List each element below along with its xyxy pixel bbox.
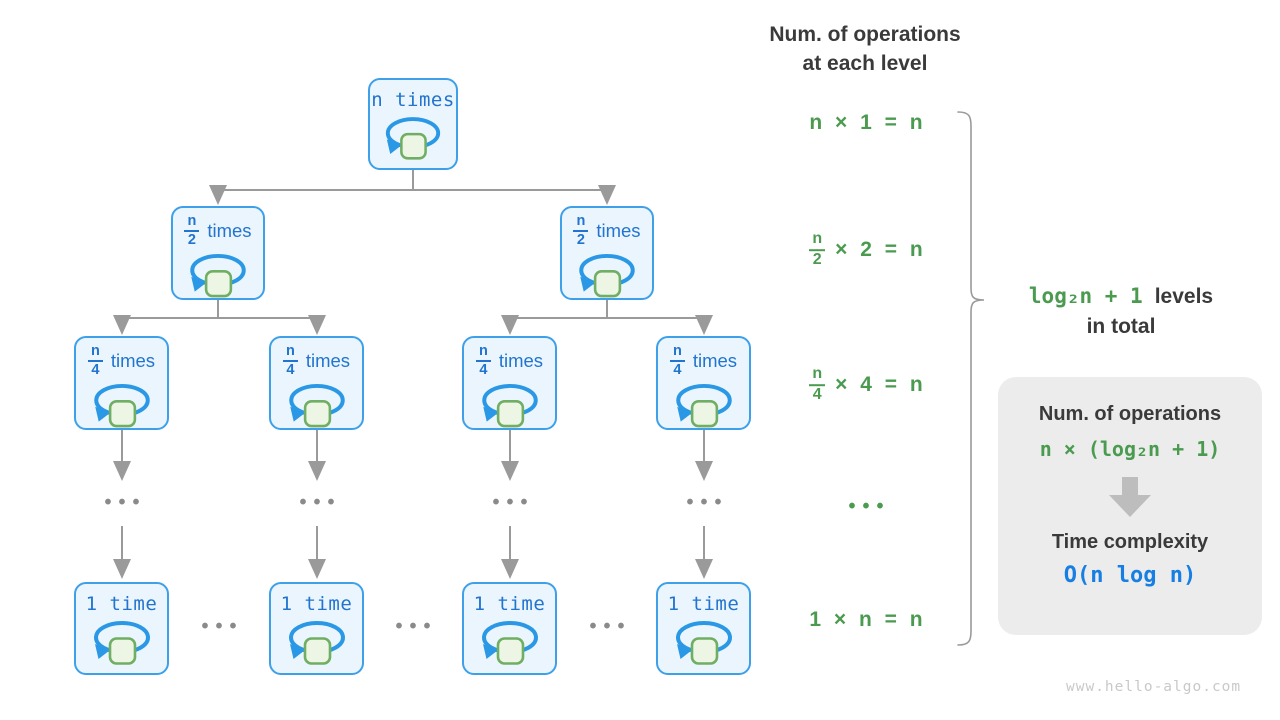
fraction-denominator: 4 bbox=[286, 362, 295, 379]
horizontal-ellipsis: ••• bbox=[395, 615, 438, 638]
node-label-suffix: times bbox=[207, 220, 252, 242]
fraction-numerator: n bbox=[282, 343, 298, 363]
self-loop-icon bbox=[478, 381, 542, 428]
node-label-suffix: times bbox=[110, 350, 156, 372]
levels-formula: log₂n + 1 bbox=[1028, 284, 1143, 308]
operations-column-title: Num. of operations at each level bbox=[757, 20, 973, 78]
levels-note-line-1: log₂n + 1 levels bbox=[1008, 281, 1234, 312]
summary-ops-formula: n × (log₂n + 1) bbox=[1039, 437, 1221, 461]
node-label: 1 time bbox=[280, 593, 353, 615]
node-label: 1 time bbox=[473, 593, 546, 615]
node-label: 1 time bbox=[85, 593, 158, 615]
vertical-ellipsis: ••• bbox=[299, 491, 342, 514]
self-loop-icon bbox=[285, 381, 349, 428]
fraction-numerator: n bbox=[573, 213, 589, 233]
horizontal-ellipsis: ••• bbox=[589, 615, 632, 638]
fraction-denominator: 2 bbox=[812, 251, 822, 268]
self-loop-icon bbox=[672, 618, 736, 665]
fraction-denominator: 4 bbox=[812, 386, 822, 403]
time-complexity-formula: O(n log n) bbox=[1063, 563, 1197, 588]
self-loop-icon bbox=[90, 381, 154, 428]
fraction-denominator: 4 bbox=[673, 362, 682, 379]
op-row-ellipsis: ••• bbox=[848, 495, 891, 518]
op-row-level-last: 1 × n = n bbox=[809, 608, 923, 631]
horizontal-ellipsis: ••• bbox=[201, 615, 244, 638]
self-loop-icon bbox=[478, 618, 542, 665]
watermark: www.hello-algo.com bbox=[1066, 679, 1242, 695]
summary-box: Num. of operations n × (log₂n + 1) Time … bbox=[998, 377, 1262, 635]
node-label: 1 time bbox=[667, 593, 740, 615]
self-loop-icon bbox=[285, 618, 349, 665]
self-loop-icon bbox=[186, 251, 250, 298]
levels-word: levels bbox=[1154, 285, 1214, 308]
title-line-2: at each level bbox=[802, 52, 928, 75]
fraction-numerator: n bbox=[184, 213, 200, 233]
node-label-suffix: times bbox=[596, 220, 641, 242]
vertical-ellipsis: ••• bbox=[686, 491, 729, 514]
node-label-suffix: times bbox=[305, 350, 351, 372]
tree-node-root: n times bbox=[368, 78, 458, 170]
tree-node-l4-2: 1 time bbox=[462, 582, 557, 675]
tree-node-l4-0: 1 time bbox=[74, 582, 169, 675]
levels-note-line-2: in total bbox=[1086, 315, 1156, 338]
title-line-1: Num. of operations bbox=[769, 23, 961, 46]
node-label-suffix: times bbox=[692, 350, 738, 372]
fraction-denominator: 4 bbox=[479, 362, 488, 379]
summary-time-title: Time complexity bbox=[1051, 531, 1209, 553]
fraction-denominator: 4 bbox=[91, 362, 100, 379]
tree-node-l4-3: 1 time bbox=[656, 582, 751, 675]
fraction-denominator: 2 bbox=[187, 232, 196, 249]
levels-brace bbox=[957, 111, 985, 646]
vertical-ellipsis: ••• bbox=[492, 491, 535, 514]
fraction-numerator: n bbox=[809, 365, 826, 386]
down-arrow-icon bbox=[1109, 477, 1151, 517]
op-row-level-1: n × 1 = n bbox=[809, 111, 923, 134]
tree-node-l4-1: 1 time bbox=[269, 582, 364, 675]
self-loop-icon bbox=[90, 618, 154, 665]
summary-ops-title: Num. of operations bbox=[1038, 403, 1222, 425]
fraction-numerator: n bbox=[475, 343, 491, 363]
fraction-numerator: n bbox=[87, 343, 103, 363]
node-label-suffix: times bbox=[498, 350, 544, 372]
fraction-denominator: 2 bbox=[576, 232, 585, 249]
op-equation: × 4 = n bbox=[835, 373, 923, 396]
self-loop-icon bbox=[672, 381, 736, 428]
self-loop-icon bbox=[575, 251, 639, 298]
connector-lines bbox=[113, 170, 713, 579]
op-equation: × 2 = n bbox=[835, 238, 923, 261]
levels-note: log₂n + 1 levels in total bbox=[1008, 281, 1234, 342]
node-label: n times bbox=[371, 89, 455, 111]
vertical-ellipsis: ••• bbox=[104, 491, 147, 514]
fraction-numerator: n bbox=[669, 343, 685, 363]
self-loop-icon bbox=[382, 114, 444, 160]
fraction-numerator: n bbox=[809, 230, 826, 251]
